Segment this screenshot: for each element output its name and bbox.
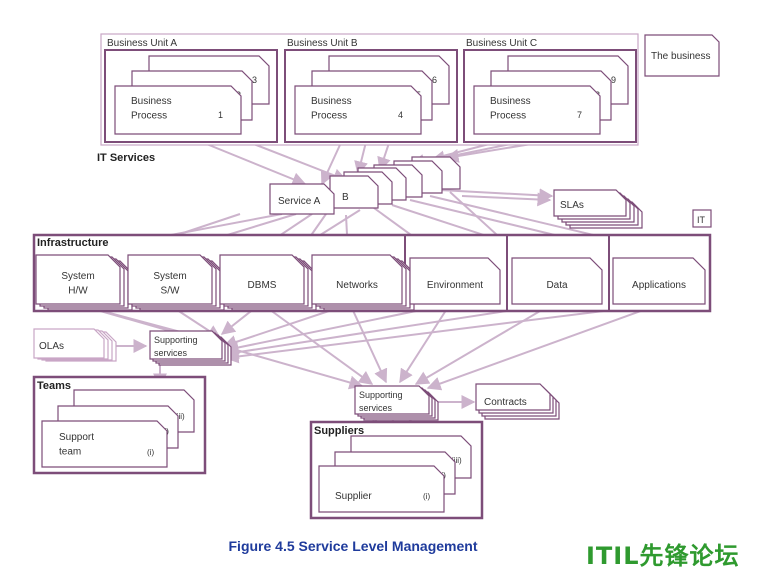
it-tag-box <box>692 209 712 228</box>
relationship-arrow <box>261 303 374 385</box>
service-box <box>329 175 379 209</box>
supporting-services-sheet <box>354 385 430 415</box>
it-services-label: IT Services <box>97 152 155 164</box>
service-label: Service A <box>278 196 321 207</box>
sla-sheet <box>553 189 627 217</box>
infrastructure-item-box <box>409 257 501 305</box>
support-team-sheet <box>41 420 168 468</box>
supplier-label: Supplier <box>335 491 372 502</box>
infrastructure-item-label: Environment <box>427 280 483 291</box>
contracts-sheet <box>475 383 551 411</box>
watermark-logo: ITIL先锋论坛 <box>586 542 740 570</box>
supplier-number: (iii) <box>451 456 462 465</box>
process-number: 4 <box>398 110 403 120</box>
team-number: (iii) <box>174 412 185 421</box>
olas-label: OLAs <box>39 341 64 352</box>
relationship-arrow <box>461 192 552 207</box>
supporting-services-sheet <box>149 330 223 360</box>
process-number: 9 <box>611 75 616 85</box>
it-tag-label: IT <box>697 215 706 225</box>
relationship-arrow <box>224 303 553 360</box>
contracts-label: Contracts <box>484 397 527 408</box>
infrastructure-label: Infrastructure <box>37 237 109 249</box>
slas-label: SLAs <box>560 200 584 211</box>
suppliers-label: Suppliers <box>314 425 364 437</box>
infrastructure-item-box <box>311 254 403 305</box>
process-number: 6 <box>432 75 437 85</box>
relationship-arrow <box>399 303 451 384</box>
service-box <box>269 183 335 215</box>
relationship-arrow <box>426 303 661 391</box>
infrastructure-item-label: Applications <box>632 280 686 291</box>
business-process-sheet <box>473 85 601 135</box>
relationship-arrow <box>349 303 388 384</box>
supplier-number: (i) <box>423 492 430 501</box>
service-label: B <box>342 192 349 203</box>
relationship-arrow <box>224 303 661 364</box>
infrastructure-item-label: Networks <box>336 280 378 291</box>
infrastructure-item-box <box>612 257 706 305</box>
the-business-tag <box>644 34 720 77</box>
relationship-arrow <box>414 303 553 385</box>
process-number: 3 <box>252 75 257 85</box>
relationship-arrow <box>439 188 554 203</box>
business-unit-label: Business Unit A <box>107 38 177 49</box>
the-business-label: The business <box>651 51 710 62</box>
business-process-sheet <box>114 85 242 135</box>
supplier-sheet <box>318 465 445 513</box>
process-number: 1 <box>218 110 223 120</box>
teams-label: Teams <box>37 380 71 392</box>
figure-caption: Figure 4.5 Service Level Management <box>228 538 478 554</box>
team-number: (i) <box>147 448 154 457</box>
infrastructure-item-label: DBMS <box>248 280 277 291</box>
business-unit-label: Business Unit B <box>287 38 358 49</box>
infrastructure-item-label: Data <box>546 280 568 291</box>
ola-sheet <box>33 328 105 359</box>
infrastructure-item-box <box>219 254 305 305</box>
business-unit-label: Business Unit C <box>466 38 537 49</box>
process-number: 7 <box>577 110 582 120</box>
infrastructure-item-box <box>127 254 213 305</box>
business-process-sheet <box>294 85 422 135</box>
diagram-boxes: Business Unit A32BusinessProcess1Busines… <box>32 33 720 520</box>
infrastructure-item-box <box>35 254 121 305</box>
infrastructure-item-box <box>511 257 603 305</box>
